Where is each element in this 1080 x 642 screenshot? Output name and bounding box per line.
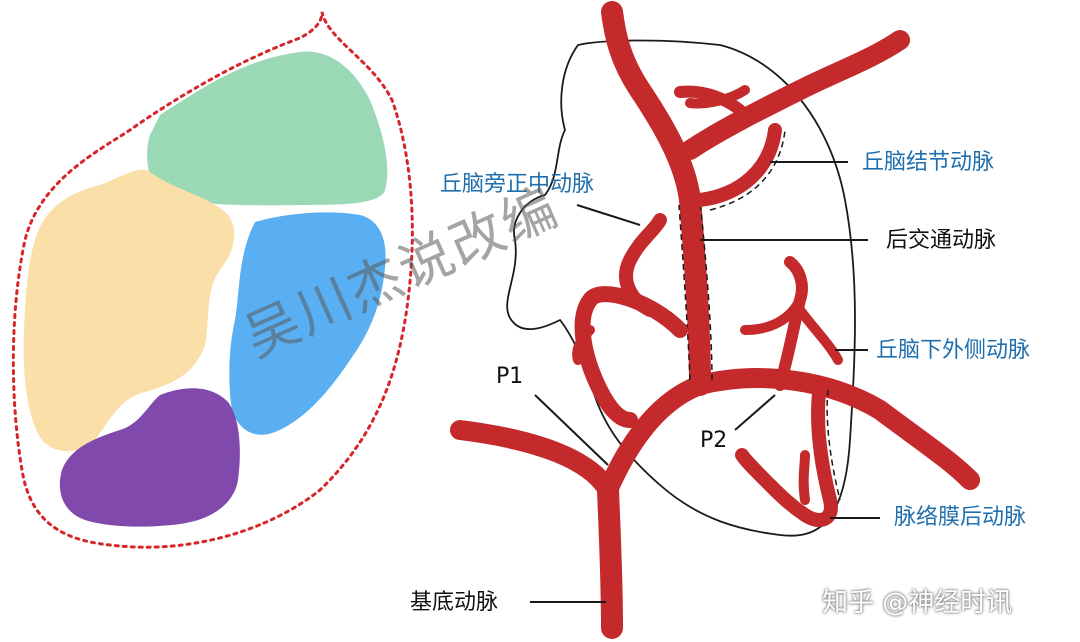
leader-p1 bbox=[534, 394, 609, 466]
yellow-region bbox=[23, 169, 235, 452]
label-choroidal-artery: 脉络膜后动脉 bbox=[894, 505, 1027, 530]
label-p1: P1 bbox=[496, 364, 524, 389]
choroidal-dash bbox=[826, 389, 841, 501]
tuberothalamic-branch bbox=[680, 30, 910, 160]
inferolateral-sub-2 bbox=[795, 305, 843, 365]
leader-paramedian bbox=[576, 204, 641, 226]
label-pcomm-artery: 后交通动脉 bbox=[886, 228, 997, 253]
artery-diagram bbox=[450, 1, 980, 639]
label-p2: P2 bbox=[700, 428, 728, 453]
pcomm-trunk bbox=[601, 1, 711, 396]
tuberothalamic-arc bbox=[693, 123, 782, 207]
green-region bbox=[147, 51, 388, 206]
small-branch-top-1 bbox=[674, 85, 746, 116]
choroidal-small bbox=[798, 450, 810, 505]
leader-p2 bbox=[734, 394, 776, 431]
paramedian-side bbox=[572, 325, 595, 365]
small-branch-top-2 bbox=[685, 85, 750, 109]
blue-region bbox=[229, 212, 386, 435]
choroidal-branch bbox=[735, 378, 838, 527]
label-tuberothalamic-artery: 丘脑结节动脉 bbox=[862, 150, 995, 175]
inferolateral-sub-1 bbox=[740, 295, 805, 335]
paramedian-loop bbox=[574, 286, 688, 428]
p1-left-branch bbox=[450, 420, 618, 500]
label-paramedian-artery: 丘脑旁正中动脉 bbox=[440, 172, 595, 197]
purple-region bbox=[59, 388, 240, 527]
basilar-artery bbox=[597, 479, 623, 639]
thalamus-outline bbox=[506, 39, 856, 537]
credit-text: 知乎 @神经时讯 bbox=[822, 588, 1013, 618]
territory-map bbox=[11, 11, 414, 549]
dotted-thalamus-outline bbox=[11, 11, 414, 549]
pcomm-dashed-left bbox=[678, 204, 691, 381]
label-inferolateral-artery: 丘脑下外侧动脉 bbox=[876, 338, 1031, 363]
label-basilar-artery: 基底动脉 bbox=[410, 590, 499, 615]
p1-upper-curve bbox=[598, 368, 980, 500]
tuberothalamic-dash bbox=[709, 129, 786, 211]
